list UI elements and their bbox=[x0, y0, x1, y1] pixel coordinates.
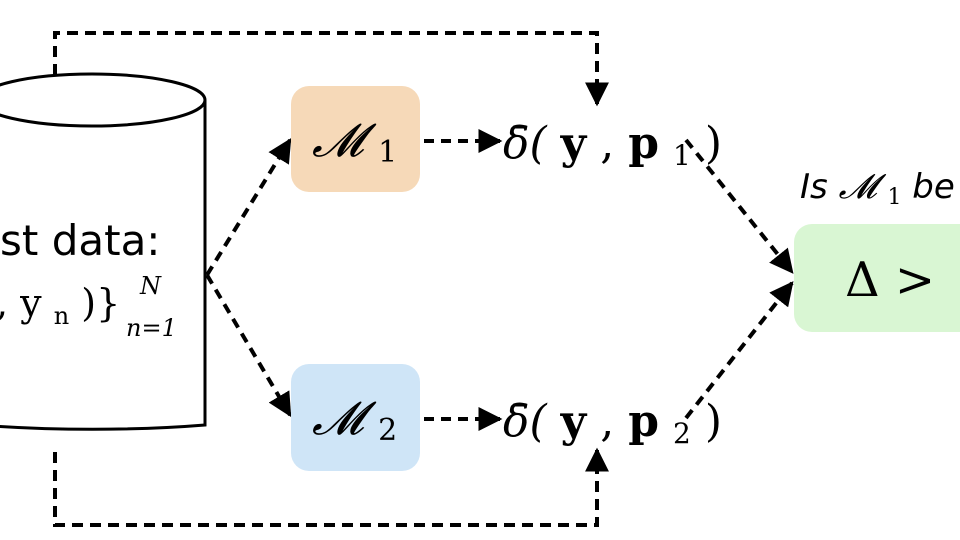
result-text: Δ > bbox=[845, 252, 935, 308]
metric-top-close: ) bbox=[705, 118, 722, 169]
arrow-data-to-m2 bbox=[205, 273, 292, 418]
model-m1-rect bbox=[291, 86, 420, 192]
database-set-sup: N bbox=[139, 272, 162, 300]
model-m2-rect bbox=[291, 364, 420, 471]
arrow-metric-bottom-to-result bbox=[684, 281, 794, 420]
database-set-main: , y bbox=[0, 281, 42, 325]
result-box: Δ > bbox=[794, 224, 960, 332]
model-m2-box: 𝓜 2 bbox=[291, 364, 420, 471]
model-m2-symbol: 𝓜 bbox=[312, 391, 377, 445]
metric-bottom-comma: , bbox=[600, 396, 628, 447]
database-set-sub: n bbox=[54, 302, 69, 330]
metric-top-p: p bbox=[628, 118, 659, 169]
metric-top: δ̄( y , p 1 ) bbox=[503, 118, 722, 176]
metric-bottom-close: ) bbox=[705, 396, 722, 447]
metric-bottom-y: y bbox=[560, 396, 588, 447]
question-suffix: be bbox=[912, 167, 955, 207]
question-symbol: 𝓜 bbox=[839, 167, 887, 207]
metric-top-delta: δ̄( bbox=[503, 118, 547, 169]
question-text: Is 𝓜 1 be bbox=[800, 167, 955, 213]
model-m1-label: 𝓜 1 bbox=[312, 113, 397, 170]
metric-top-index: 1 bbox=[673, 139, 691, 172]
model-m2-index: 2 bbox=[378, 413, 397, 448]
metric-bottom-delta: δ̄( bbox=[503, 396, 547, 447]
model-m2-label: 𝓜 2 bbox=[312, 391, 397, 448]
database-set-range: n=1 bbox=[126, 314, 177, 342]
model-m1-box: 𝓜 1 bbox=[291, 86, 420, 192]
metric-bottom-index: 2 bbox=[673, 417, 691, 450]
result-rect bbox=[794, 224, 960, 332]
question-prefix: Is bbox=[800, 167, 839, 207]
model-m1-index: 1 bbox=[378, 135, 397, 170]
top-feedback-path bbox=[53, 31, 609, 107]
model-m1-symbol: 𝓜 bbox=[312, 113, 377, 167]
metric-bottom-p: p bbox=[628, 396, 659, 447]
database-set: , y n )} bbox=[0, 281, 120, 333]
database-label: st data: bbox=[0, 216, 160, 265]
metric-top-y: y bbox=[560, 118, 588, 169]
arrow-data-to-m1 bbox=[205, 137, 292, 277]
bottom-feedback-path bbox=[53, 447, 609, 527]
metric-bottom: δ̄( y , p 2 ) bbox=[503, 396, 722, 454]
question-index: 1 bbox=[887, 185, 901, 210]
database-set-close: )} bbox=[81, 281, 120, 325]
database-cylinder: st data: , y n )} N n=1 bbox=[0, 72, 207, 431]
metric-top-comma: , bbox=[600, 118, 628, 169]
arrow-metric-top-to-result bbox=[684, 138, 794, 274]
